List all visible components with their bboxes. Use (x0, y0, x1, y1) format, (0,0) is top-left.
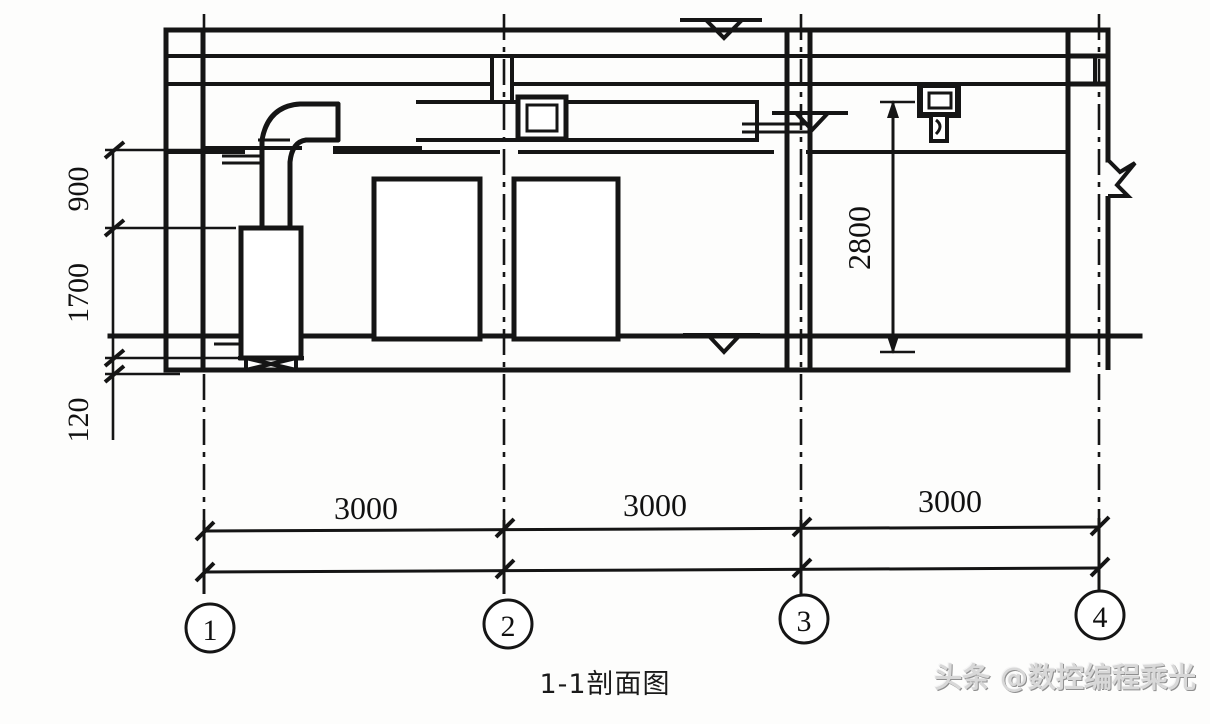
dim-900-label: 900 (62, 167, 95, 212)
door-opening-left (371, 176, 483, 342)
dim-2800-line (880, 100, 915, 354)
wall-fixture (917, 82, 961, 143)
break-line-right (1105, 158, 1137, 370)
horizontal-dimension-lines (194, 515, 1111, 594)
door-opening-right (511, 176, 621, 342)
bay-1-2-label: 3000 (334, 490, 398, 526)
roof-slab (163, 27, 1111, 59)
left-exterior-wall (163, 27, 206, 373)
axis-bubble-3-label: 3 (797, 605, 812, 638)
flue-duct-elbow (259, 101, 341, 231)
grid-axis-lines (202, 14, 1101, 588)
level-marker-lower-left (742, 122, 808, 134)
axis-bubble-2-label: 2 (501, 610, 516, 643)
axis-bubble-1[interactable]: 1 (184, 602, 236, 654)
right-exterior-wall (1065, 27, 1111, 373)
dim-line-lower (203, 566, 1100, 574)
level-marker-top (680, 18, 762, 41)
axis-bubble-4-label: 4 (1093, 601, 1108, 634)
column-axis2-stub (490, 54, 514, 102)
left-wall-lintel (164, 54, 205, 86)
dim-1700-label: 1700 (62, 263, 95, 323)
axis-bubble-2[interactable]: 2 (482, 598, 534, 650)
dimension-ticks-horizontal (194, 515, 1111, 583)
water-heater-base (238, 356, 304, 372)
bay-2-3-label: 3000 (623, 487, 687, 523)
dim-120-label: 120 (62, 398, 95, 443)
level-marker-mid-right (683, 333, 760, 355)
dim-2800-label: 2800 (841, 206, 877, 270)
ceiling-line-secondary (201, 54, 1097, 86)
axis-bubble-4[interactable]: 4 (1074, 589, 1126, 641)
interior-wall-axis3 (784, 27, 813, 373)
watermark: 头条 @数控编程乘光 (934, 661, 1196, 694)
water-heater (214, 225, 304, 372)
duct-tick-marks (222, 138, 290, 165)
duct-enclosure (416, 100, 759, 142)
bay-3-4-label: 3000 (918, 483, 982, 519)
axis-bubble-3[interactable]: 3 (778, 593, 830, 645)
dimension-ticks (103, 140, 126, 384)
figure-caption: 1-1剖面图 (539, 669, 671, 700)
dim-line-upper (203, 525, 1100, 533)
axis-bubble-1-label: 1 (203, 614, 218, 647)
ceiling-fixture (515, 94, 569, 142)
vertical-dimension-chain (103, 140, 240, 440)
